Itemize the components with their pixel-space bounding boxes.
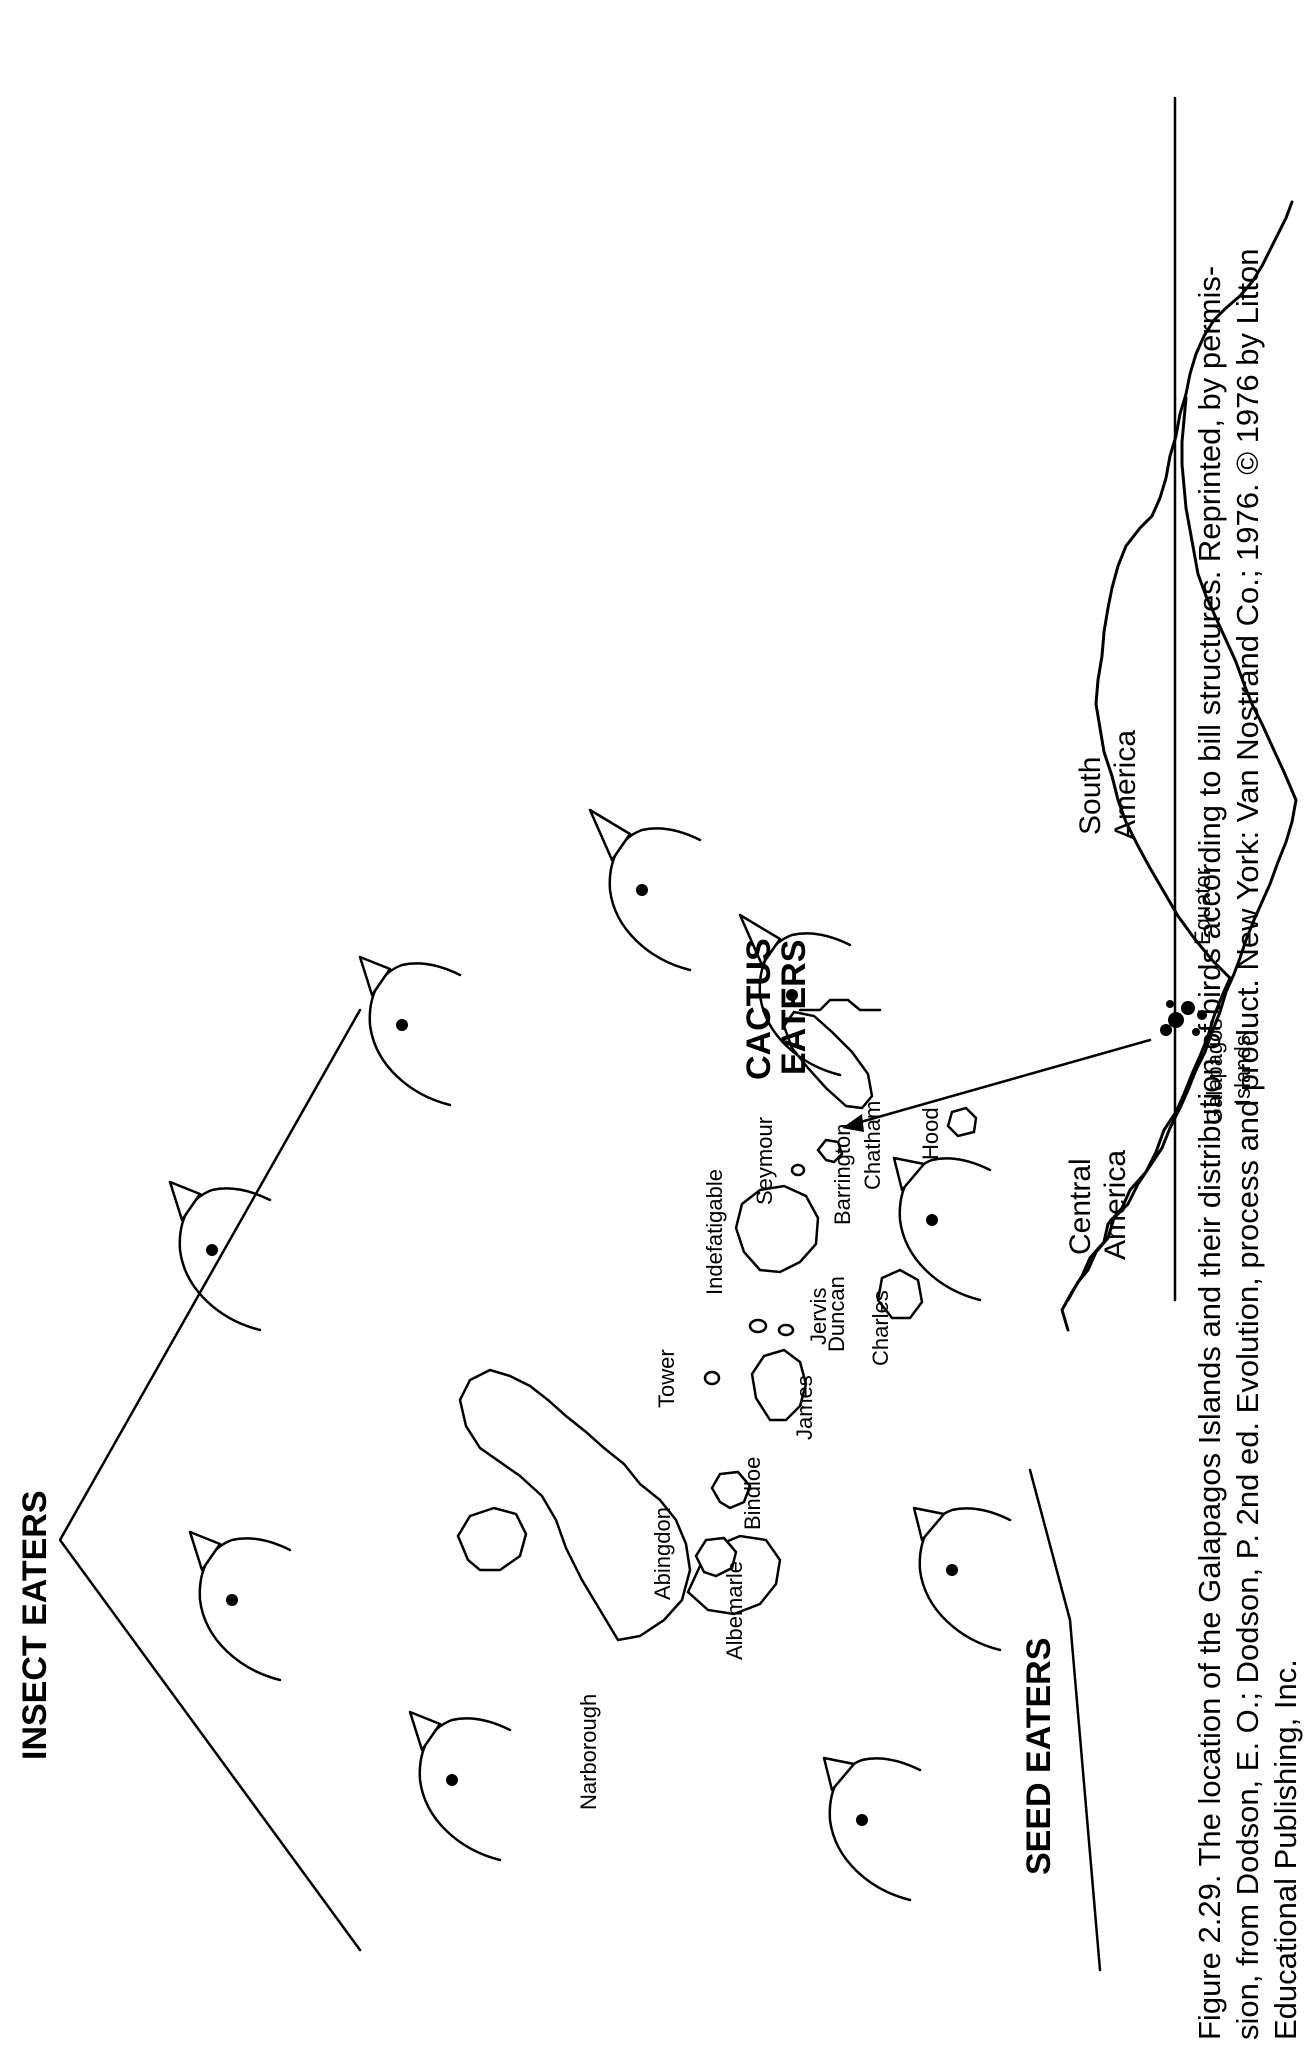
label-cactus-eaters-2: EATERS [775, 940, 813, 1075]
group-brackets [58, 998, 1102, 1972]
label-equator: Equator [1190, 868, 1215, 945]
label-abingdon: Abingdon [650, 1507, 675, 1600]
label-galapagos-1: Galapagos [1202, 1019, 1227, 1125]
finch-head-seed-3 [822, 1756, 922, 1902]
label-duncan: Duncan [824, 1276, 849, 1352]
island-charles [876, 1268, 924, 1320]
island-abingdon [694, 1536, 738, 1578]
seed-eaters-bracket [1028, 1468, 1102, 1972]
inset-arrow-line [848, 1038, 1152, 1127]
label-south-america-2: America [1109, 730, 1142, 840]
island-james [750, 1348, 808, 1422]
label-bindloe: Bindloe [740, 1457, 765, 1530]
island-hood [946, 1106, 978, 1138]
finch-head-seed-1 [912, 1506, 1012, 1652]
figure-caption: Figure 2.29. The location of the Galapag… [1192, 249, 1303, 2040]
island-bindloe [710, 1470, 752, 1510]
label-south-america-1: South [1074, 757, 1107, 835]
finch-head-cactus-1 [588, 808, 702, 972]
label-cactus-eaters-1: CACTUS [740, 938, 778, 1080]
central-america-coastline-inner [1060, 976, 1232, 1332]
label-indefatigable: Indefatigable [702, 1169, 727, 1295]
south-america-coastline [1094, 200, 1294, 980]
island-duncan [748, 1318, 768, 1334]
label-chatham: Chatham [860, 1101, 885, 1190]
finch-heads [168, 808, 1012, 1902]
island-tower [703, 1370, 721, 1386]
label-insect-eaters: INSECT EATERS [16, 1490, 54, 1760]
island-group [456, 1010, 978, 1642]
cactus-eaters-bracket [798, 998, 882, 1012]
finch-head-insect-4 [358, 955, 462, 1107]
label-james: James [792, 1375, 817, 1440]
galapagos-cluster-icon [1160, 1000, 1207, 1036]
finch-head-insect-2 [188, 1530, 292, 1682]
island-chatham [782, 1010, 874, 1110]
insect-eaters-bracket [58, 1008, 362, 1952]
label-central-america-2: America [1099, 1150, 1132, 1260]
label-albemarle: Albemarle [722, 1561, 747, 1660]
island-narborough [456, 1506, 528, 1572]
south-america-coastline-west [1180, 396, 1298, 802]
finch-head-insect-1 [408, 1710, 512, 1862]
label-tower: Tower [654, 1349, 679, 1408]
island-barrington [816, 1138, 844, 1164]
label-seymour: Seymour [752, 1117, 777, 1205]
labels: Central America South America Equator Ga… [16, 730, 1255, 1875]
label-barrington: Barrington [830, 1123, 855, 1225]
label-narborough: Narborough [576, 1694, 601, 1810]
label-central-america-1: Central [1064, 1158, 1097, 1255]
label-seed-eaters: SEED EATERS [1020, 1638, 1058, 1875]
inset-arrow-head [842, 1114, 864, 1132]
caption-line-1: Figure 2.29. The location of the Galapag… [1192, 266, 1227, 2040]
central-america-coastline [1066, 798, 1298, 1302]
label-hood: Hood [918, 1107, 943, 1160]
finch-head-seed-2 [892, 1156, 992, 1302]
label-jervis: Jervis [806, 1288, 831, 1345]
island-albemarle [458, 1368, 692, 1642]
label-galapagos-2: Islands [1230, 1035, 1255, 1105]
finch-head-cactus-2 [738, 913, 852, 1077]
island-seymour [790, 1163, 806, 1177]
finch-head-insect-3 [168, 1180, 272, 1332]
label-charles: Charles [868, 1290, 893, 1366]
island-indefatigable [734, 1184, 820, 1274]
caption-line-3: Educational Publishing, Inc. [1268, 1659, 1303, 2040]
mainland-map [842, 96, 1298, 1332]
island-jervis [777, 1323, 795, 1337]
caption-line-2: sion, from Dodson, E. O.; Dodson, P. 2nd… [1230, 249, 1265, 2040]
